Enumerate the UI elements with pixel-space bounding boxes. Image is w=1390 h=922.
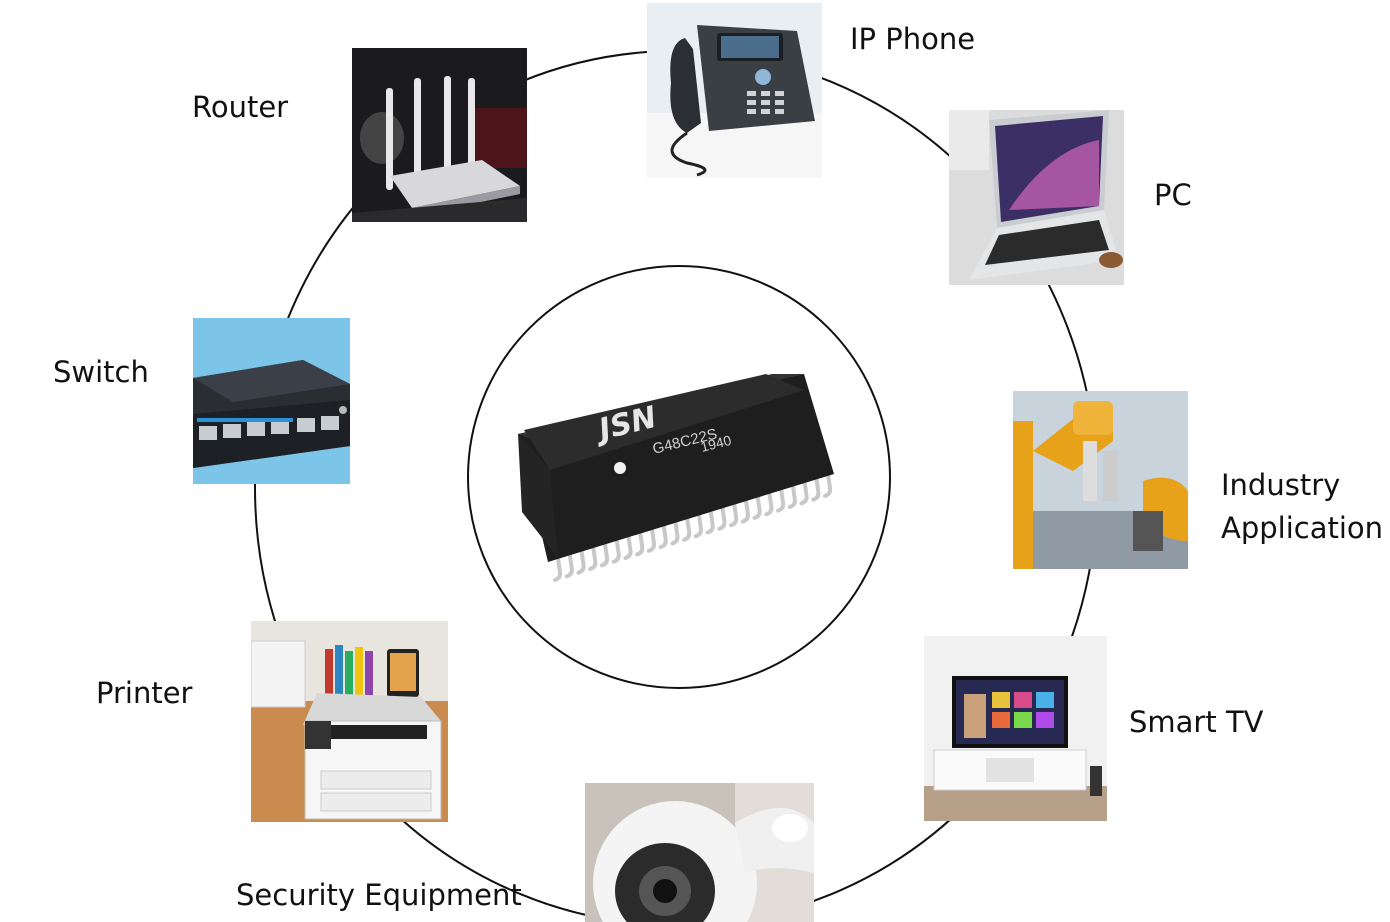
chip-pin xyxy=(752,493,762,520)
chip-face xyxy=(524,374,804,470)
chip-pin xyxy=(705,508,715,535)
label-security-equipment: Security Equipment xyxy=(236,878,522,912)
security-camera-photo xyxy=(585,783,814,922)
robot-arm-photo xyxy=(1013,391,1188,569)
chip-pin xyxy=(658,523,668,550)
chip-pin xyxy=(646,526,657,553)
chip-pin xyxy=(682,515,692,542)
chip-pin xyxy=(776,486,786,513)
chip-pin1-dot xyxy=(614,462,626,474)
chip-pin xyxy=(729,501,739,528)
chip-pin xyxy=(764,490,774,517)
chip-pin xyxy=(588,545,598,572)
chip-date-code: 1940 xyxy=(699,432,733,455)
label-ip-phone: IP Phone xyxy=(850,22,976,56)
label-switch: Switch xyxy=(53,355,149,389)
printer-photo xyxy=(251,621,448,822)
label-router: Router xyxy=(192,90,289,124)
router-photo xyxy=(352,48,527,222)
label-industry-line2: Application xyxy=(1221,511,1384,545)
chip-pin xyxy=(787,482,797,509)
chip-pin xyxy=(635,530,645,557)
ip-phone-photo xyxy=(647,3,822,178)
chip-pin xyxy=(564,552,574,579)
chip-pin xyxy=(553,556,563,582)
chip-pin xyxy=(811,475,821,502)
smart-tv-photo xyxy=(924,636,1107,821)
chip-front xyxy=(518,434,558,558)
chip-pin xyxy=(693,512,704,539)
chip-pins xyxy=(553,472,833,582)
label-smart-tv: Smart TV xyxy=(1129,705,1264,739)
label-printer: Printer xyxy=(96,676,193,710)
transformer-chip-icon: JSN G48C22S 1940 xyxy=(518,374,834,582)
chip-pin xyxy=(670,519,680,546)
chip-pin xyxy=(823,472,833,498)
chip-pin xyxy=(799,479,809,506)
network-switch-photo xyxy=(193,318,350,484)
label-industry-line1: Industry xyxy=(1221,468,1341,502)
chip-pin xyxy=(599,541,610,568)
chip-pin xyxy=(717,504,727,531)
laptop-photo xyxy=(949,110,1124,285)
label-pc: PC xyxy=(1154,178,1192,212)
chip-pin xyxy=(576,548,586,575)
chip-pin xyxy=(611,537,621,564)
chip-pin xyxy=(623,534,633,561)
chip-pin xyxy=(740,497,750,524)
